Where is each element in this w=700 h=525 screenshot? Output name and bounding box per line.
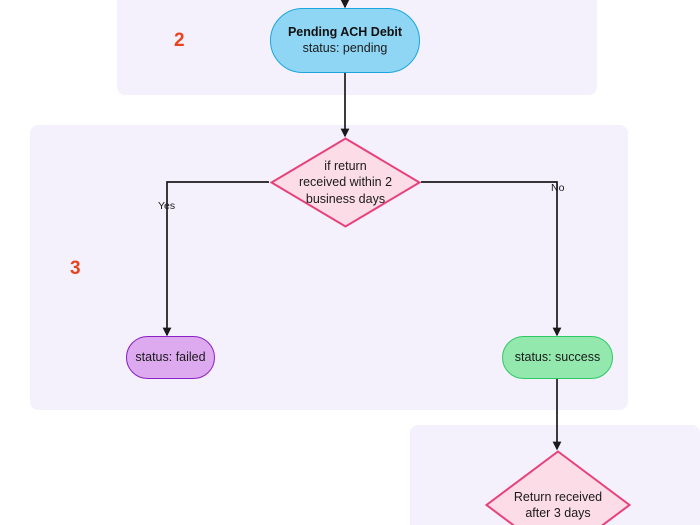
node-decision-line-1: if return [324, 159, 367, 174]
node-status-failed-label: status: failed [135, 350, 206, 364]
node-return-late-line-2: after 3 days [525, 506, 591, 520]
node-status-failed[interactable]: status: failed [126, 336, 215, 379]
node-decision-line-2: received within 2 [298, 175, 393, 190]
diamond-shape [270, 137, 421, 228]
node-return-late-line-1: Return received [513, 489, 603, 504]
node-pending-ach-debit[interactable]: Pending ACH Debit status: pending [270, 8, 420, 73]
edge-label-no: No [551, 182, 565, 194]
edge-no-to-success [421, 181, 562, 337]
diamond-shape [485, 450, 631, 525]
node-decision-text: if return received within 2 business day… [299, 158, 392, 207]
panel-number-3: 3 [70, 258, 81, 279]
node-return-received-after-3-days[interactable]: Return received after 3 days [485, 450, 631, 525]
node-return-late-text: Return received after 3 days [514, 489, 602, 522]
node-pending-subtitle: status: pending [302, 40, 388, 55]
panel-number-2: 2 [174, 30, 185, 51]
node-status-success-label: status: success [514, 350, 601, 364]
node-decision-if-return-received[interactable]: if return received within 2 business day… [270, 137, 421, 228]
edge-yes-to-failed [162, 181, 269, 337]
node-pending-title: Pending ACH Debit [287, 24, 403, 39]
node-status-success[interactable]: status: success [502, 336, 613, 379]
edge-label-yes: Yes [158, 200, 176, 212]
node-decision-line-3: business days [305, 191, 386, 206]
